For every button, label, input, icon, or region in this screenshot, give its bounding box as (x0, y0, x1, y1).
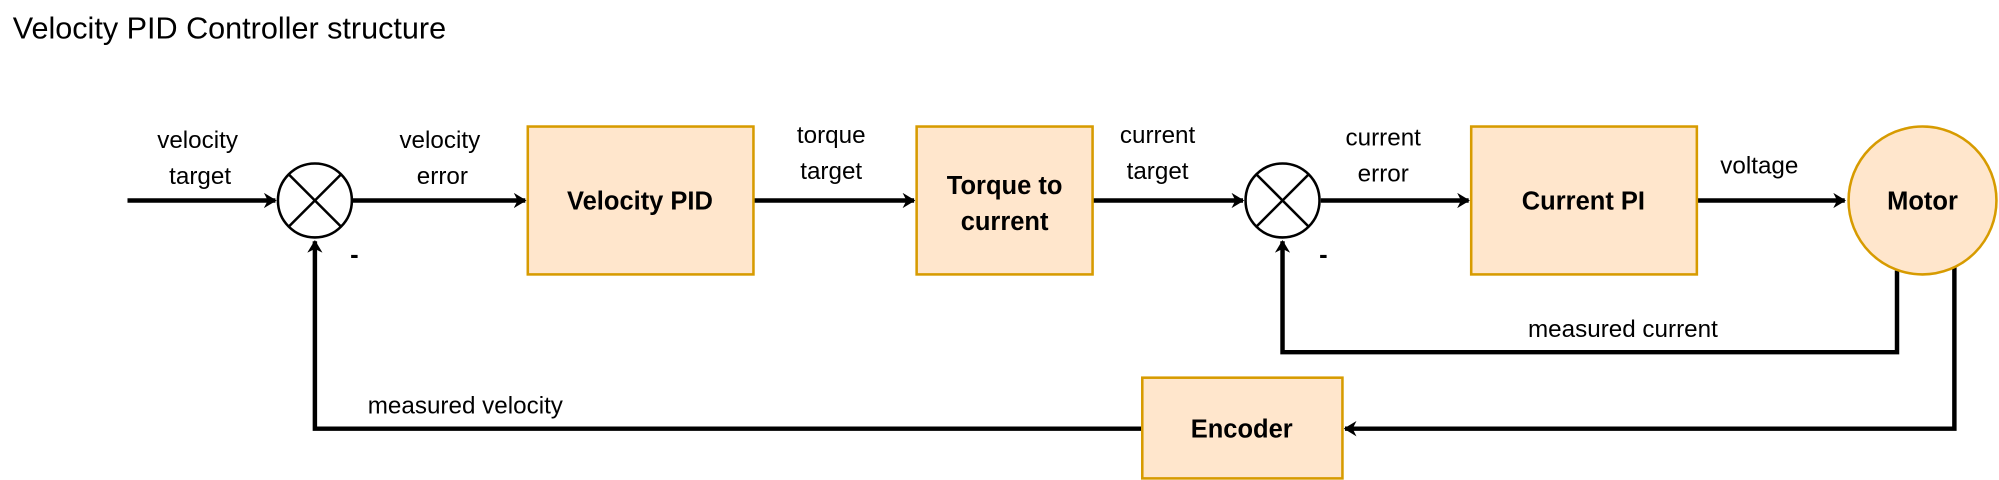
torque-target-label-line1: torque (797, 122, 866, 149)
motor-label: Motor (1887, 187, 1958, 215)
torque-to-current-label-line1: Torque to (947, 172, 1063, 200)
diagram-title: Velocity PID Controller structure (13, 12, 446, 46)
velocity-error-label-line1: velocity (399, 127, 481, 154)
velocity-pid-label: Velocity PID (567, 187, 713, 215)
velocity-error-label-line2: error (417, 163, 468, 190)
velocity-target-label-line2: target (169, 163, 231, 190)
measured-velocity-label: measured velocity (368, 392, 564, 419)
torque-to-current-label-line2: current (961, 208, 1049, 236)
current-pi-label: Current PI (1522, 187, 1645, 215)
current-pi-block: Current PI (1469, 125, 1699, 276)
summing-junction-velocity (276, 162, 354, 239)
measured-current-feedback (1274, 240, 1900, 355)
velocity-target-label-line1: velocity (157, 127, 239, 154)
encoder-label: Encoder (1191, 416, 1293, 444)
current-error-label-line2: error (1358, 160, 1409, 187)
torque-target-label-line2: target (800, 158, 862, 185)
torque-to-current-block: Torque to current (915, 125, 1094, 276)
motor-block: Motor (1847, 125, 1998, 276)
current-target-label-line1: current (1120, 122, 1196, 149)
encoder-block: Encoder (1141, 376, 1344, 480)
measured-velocity-feedback (307, 240, 1143, 431)
current-error-label-line1: current (1346, 125, 1422, 152)
minus-sign-velocity: - (350, 241, 359, 269)
summing-junction-current (1244, 162, 1321, 239)
minus-sign-current: - (1319, 241, 1328, 269)
voltage-label: voltage (1720, 153, 1798, 180)
motor-to-encoder-arrow (1343, 265, 1957, 437)
velocity-pid-block: Velocity PID (526, 125, 755, 276)
measured-current-label: measured current (1528, 316, 1718, 343)
current-target-label-line2: target (1127, 158, 1189, 185)
